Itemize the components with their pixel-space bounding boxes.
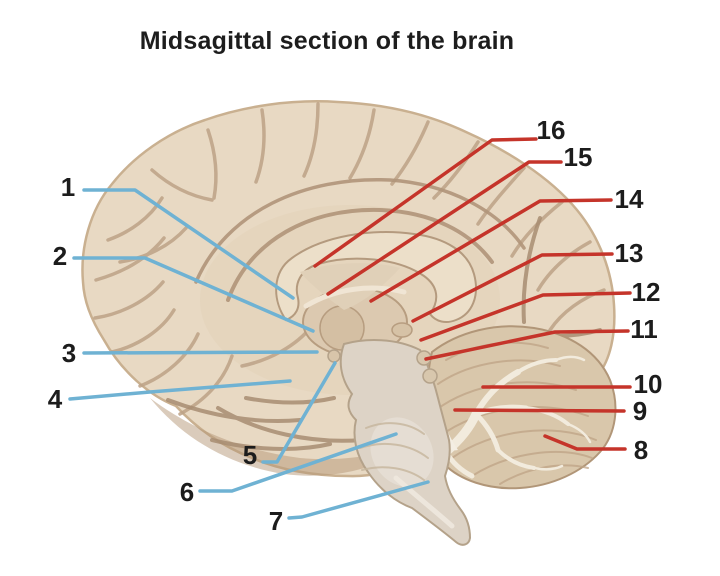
label-13: 13 <box>614 238 644 268</box>
medulla-highlight <box>393 475 455 529</box>
page-title: Midsagittal section of the brain <box>139 27 515 55</box>
label-1: 1 <box>60 172 76 202</box>
cingulate-sulci <box>194 177 526 302</box>
leader-line-15 <box>326 160 563 296</box>
leader-line-4 <box>68 379 292 401</box>
leader-line-11 <box>424 329 630 361</box>
label-8: 8 <box>633 435 649 465</box>
label-14: 14 <box>614 184 644 214</box>
leader-line-9 <box>453 408 626 413</box>
label-16: 16 <box>536 115 566 145</box>
sulci-lines <box>93 102 606 416</box>
label-6: 6 <box>179 477 195 507</box>
label-5: 5 <box>242 440 258 470</box>
label-7: 7 <box>268 506 284 536</box>
colliculus-lower-shape <box>422 368 438 384</box>
leader-line-2 <box>72 256 315 333</box>
leader-line-5 <box>261 361 337 464</box>
pons-highlight <box>370 417 434 487</box>
label-11: 11 <box>630 314 658 344</box>
fornix-shape <box>303 285 407 309</box>
leader-line-3 <box>82 350 319 355</box>
leader-line-14 <box>369 198 613 303</box>
label-15: 15 <box>563 142 593 172</box>
leader-line-16 <box>313 137 538 268</box>
label-10: 10 <box>633 369 663 399</box>
deep-sulci <box>166 216 602 451</box>
leader-line-13 <box>411 252 614 323</box>
leader-line-1 <box>82 188 295 300</box>
leader-line-12 <box>419 291 632 342</box>
label-9: 9 <box>632 396 648 426</box>
label-2: 2 <box>52 241 68 271</box>
mammillary-body-shape <box>327 349 341 363</box>
leader-line-6 <box>198 432 398 493</box>
pons-striations <box>359 422 429 481</box>
septum-pellucidum-shape <box>300 263 400 310</box>
label-3: 3 <box>61 338 77 368</box>
leader-line-7 <box>287 480 430 520</box>
label-12: 12 <box>631 277 661 307</box>
label-4: 4 <box>47 384 63 414</box>
leader-line-8 <box>543 434 627 451</box>
pineal-shape <box>391 322 413 338</box>
arbor-vitae-shape <box>441 355 592 479</box>
leader-lines <box>68 137 632 520</box>
